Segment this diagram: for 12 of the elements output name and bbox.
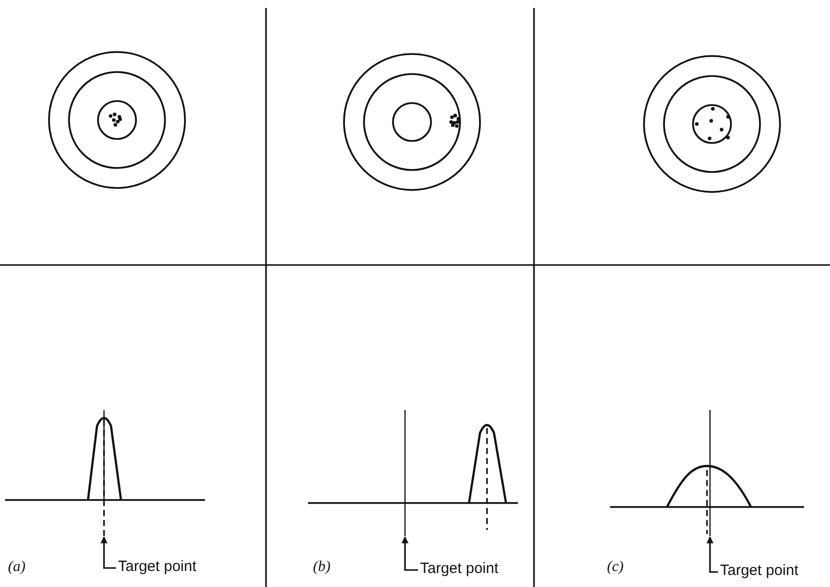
callout-text: Target point — [118, 558, 196, 576]
distribution-curve-drawing — [308, 410, 518, 536]
panel-label: (a) — [8, 558, 26, 576]
panel-label: (b) — [313, 558, 330, 576]
leader-arrow — [100, 536, 116, 569]
leader-arrow — [706, 536, 718, 573]
callout-text: Target point — [720, 562, 798, 580]
distribution-curve-drawing — [610, 410, 804, 536]
distribution-curve-drawing — [5, 410, 205, 536]
callout-text: Target point — [420, 560, 498, 578]
leader-arrow — [402, 536, 418, 571]
panel-label: (c) — [607, 558, 624, 576]
